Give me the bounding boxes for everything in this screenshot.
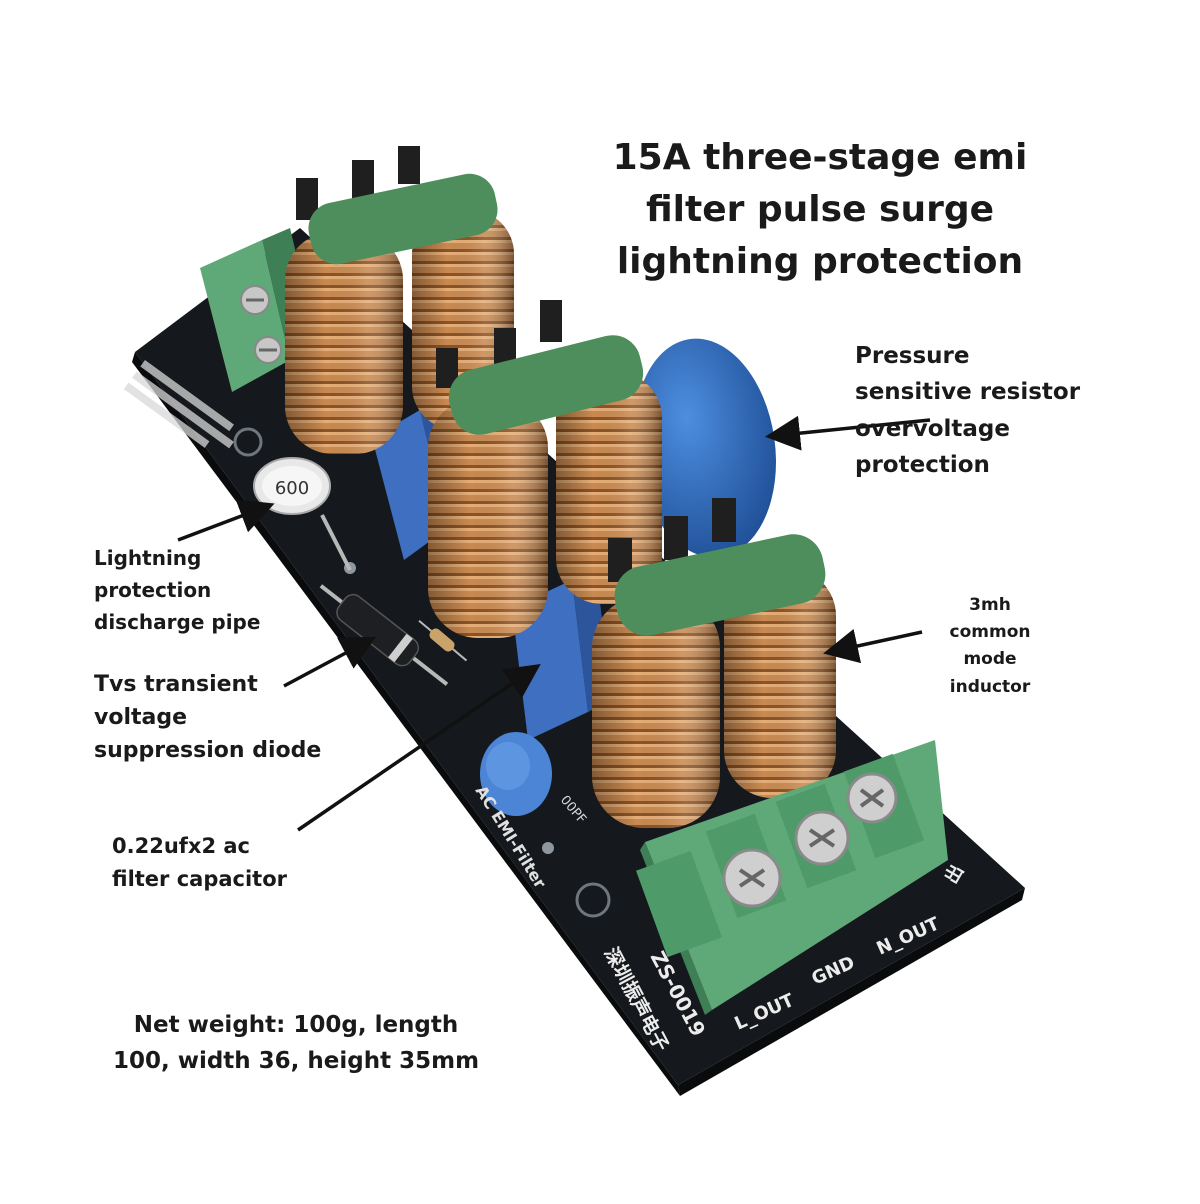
title-line: filter pulse surge — [645, 189, 995, 231]
callout-line: 0.22ufx2 ac — [112, 834, 250, 858]
arrow-tvs-diode — [283, 636, 377, 688]
callout-line: Pressure — [855, 343, 970, 369]
callout-line: Lightning — [94, 546, 202, 570]
callout-line: voltage — [94, 705, 188, 730]
pcb-board-edge — [678, 888, 1025, 1096]
callout-line: protection — [855, 451, 990, 478]
arrow-varistor — [765, 415, 931, 451]
callout-line: Tvs transient — [94, 672, 258, 697]
common-mode-inductor-3 — [592, 498, 836, 828]
output-terminal-block — [636, 740, 948, 1015]
callout-line: common — [949, 622, 1031, 643]
callout-line: sensitive resistor — [855, 379, 1081, 406]
callout-line: protection — [94, 578, 212, 602]
title-line: 15A three-stage emi — [612, 137, 1028, 178]
title-line: lightning protection — [616, 241, 1024, 283]
silkscreen-chinese-text — [123, 360, 234, 449]
gdt-marking: 600 — [275, 478, 309, 499]
callout-line: filter capacitor — [112, 866, 288, 891]
mounting-hole — [575, 882, 611, 918]
callout-line: 3mh — [969, 595, 1011, 615]
callout-line: overvoltage — [855, 415, 1010, 442]
callout-inductor: 3mh common mode inductor — [930, 592, 1050, 701]
callout-line: suppression diode — [94, 738, 322, 763]
mounting-hole — [542, 842, 554, 854]
callout-line: mode — [963, 649, 1017, 670]
mounting-hole — [233, 427, 263, 457]
callout-varistor: Pressure sensitive resistor overvoltage … — [855, 338, 1080, 483]
arrow-capacitor — [297, 664, 541, 832]
arrow-discharge-pipe — [177, 499, 275, 542]
spec-line: 100, width 36, height 35mm — [112, 1047, 480, 1074]
spec-line: Net weight: 100g, length — [133, 1012, 459, 1038]
callout-discharge-pipe: Lightning protection discharge pipe — [94, 542, 260, 638]
tvs-diode — [319, 584, 449, 686]
callout-capacitor: 0.22ufx2 ac filter capacitor — [112, 830, 287, 895]
small-resistor — [418, 619, 468, 662]
callout-line: discharge pipe — [94, 610, 261, 634]
varistor — [634, 338, 776, 558]
spec-text: Net weight: 100g, length 100, width 36, … — [96, 1008, 496, 1079]
arrow-inductor — [823, 628, 923, 664]
callout-line: inductor — [949, 676, 1031, 697]
callout-tvs-diode: Tvs transient voltage suppression diode — [94, 668, 321, 767]
common-mode-inductor-2 — [428, 300, 662, 638]
page-title: 15A three-stage emi filter pulse surge l… — [600, 132, 1040, 289]
